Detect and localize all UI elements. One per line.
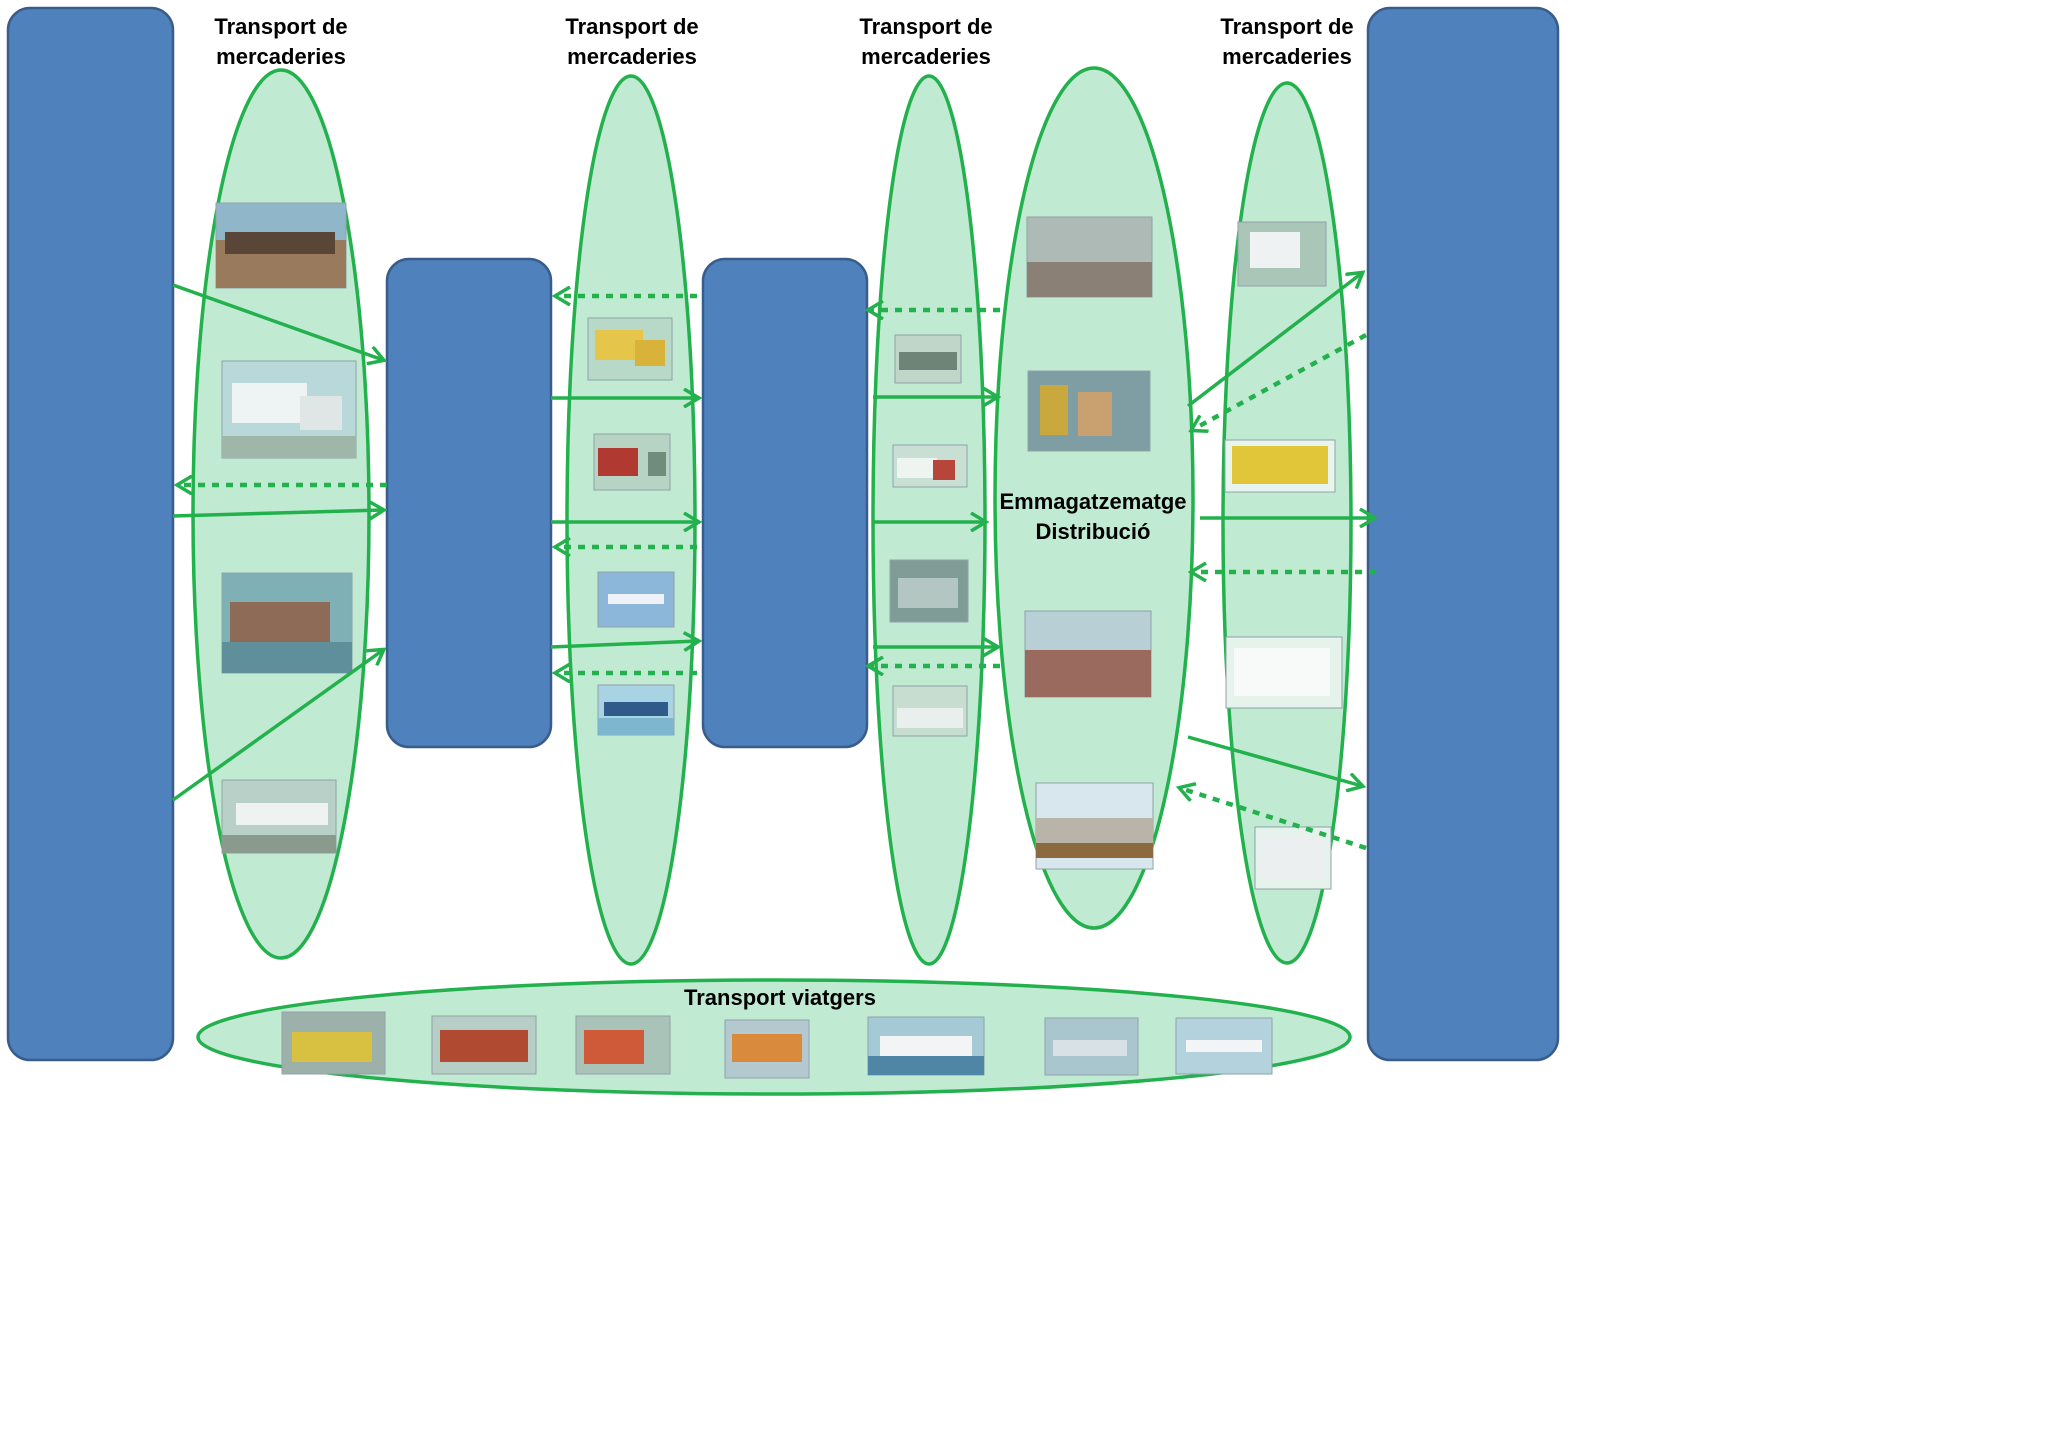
middle-block-2	[701, 257, 869, 749]
arrow-warehouse-to-right-c	[1187, 735, 1362, 786]
arrow-left-to-block1-c	[171, 650, 383, 802]
return-arrow-right-to-warehouse-a	[1192, 333, 1368, 430]
freight-label-2-line2: mercaderies	[567, 44, 697, 69]
freight-label-3-line2: mercaderies	[861, 44, 991, 69]
ferry-photo	[867, 1016, 985, 1076]
city-bus-photo	[575, 1015, 671, 1075]
freight-train-photo	[215, 202, 347, 289]
semi-truck-photo	[221, 360, 357, 459]
fast-ferry-photo	[1044, 1017, 1139, 1076]
container-ship-photo	[221, 572, 353, 674]
arrow-left-to-block1-b	[172, 510, 383, 516]
container-ship-photo	[597, 684, 675, 736]
taxi-photo	[281, 1011, 386, 1075]
coach-bus-photo	[431, 1015, 537, 1075]
truck-photo	[889, 559, 969, 623]
freight-label-3-line1: Transport de	[859, 14, 992, 39]
arrow-warehouse-to-right-a	[1186, 273, 1362, 408]
airplane-photo	[597, 571, 675, 628]
warehouse-shelves-photo	[1027, 370, 1151, 452]
jet-airliner-photo	[1175, 1017, 1273, 1075]
warehouse-exterior-photo	[1035, 782, 1154, 870]
white-van-photo	[1237, 221, 1327, 287]
truck-fleet-photo	[894, 334, 962, 384]
warehouse-trailers-photo	[892, 685, 968, 737]
arrow-block1-to-block2-c	[550, 641, 698, 647]
port-terminal-photo	[1024, 610, 1152, 698]
passenger-label: Transport viatgers	[684, 985, 876, 1010]
warehouse-label-line1: Emmagatzematge	[999, 489, 1186, 514]
right-block	[1366, 6, 1560, 1062]
red-truck-photo	[892, 444, 968, 488]
freight-oval-4	[1221, 81, 1353, 965]
freight-label-2-line1: Transport de	[565, 14, 698, 39]
locomotive-photo	[593, 433, 671, 491]
cargo-plane-photo	[221, 779, 337, 854]
dotted-arrows	[178, 296, 1376, 851]
yellow-truck-photo	[587, 317, 673, 381]
white-van-photo	[1225, 636, 1343, 709]
freight-label-1-line2: mercaderies	[216, 44, 346, 69]
freight-label-4-line1: Transport de	[1220, 14, 1353, 39]
train-photo	[724, 1019, 810, 1079]
transport-diagram: Transport de mercaderies Transport de me…	[6, 6, 1560, 1096]
yellow-van-photo	[1224, 439, 1336, 493]
freight-label-1-line1: Transport de	[214, 14, 347, 39]
left-block	[6, 6, 175, 1062]
arrow-left-to-block1-a	[172, 283, 383, 360]
warehouse-interior-photo	[1026, 216, 1153, 298]
freight-oval-2	[565, 74, 697, 966]
warehouse-label-line2: Distribució	[1036, 519, 1151, 544]
freight-label-4-line2: mercaderies	[1222, 44, 1352, 69]
solid-arrows	[171, 273, 1374, 802]
small-van-photo	[1254, 826, 1332, 890]
return-arrow-right-to-warehouse-c	[1180, 788, 1367, 851]
middle-block-1	[385, 257, 553, 749]
freight-oval-3	[871, 74, 987, 966]
